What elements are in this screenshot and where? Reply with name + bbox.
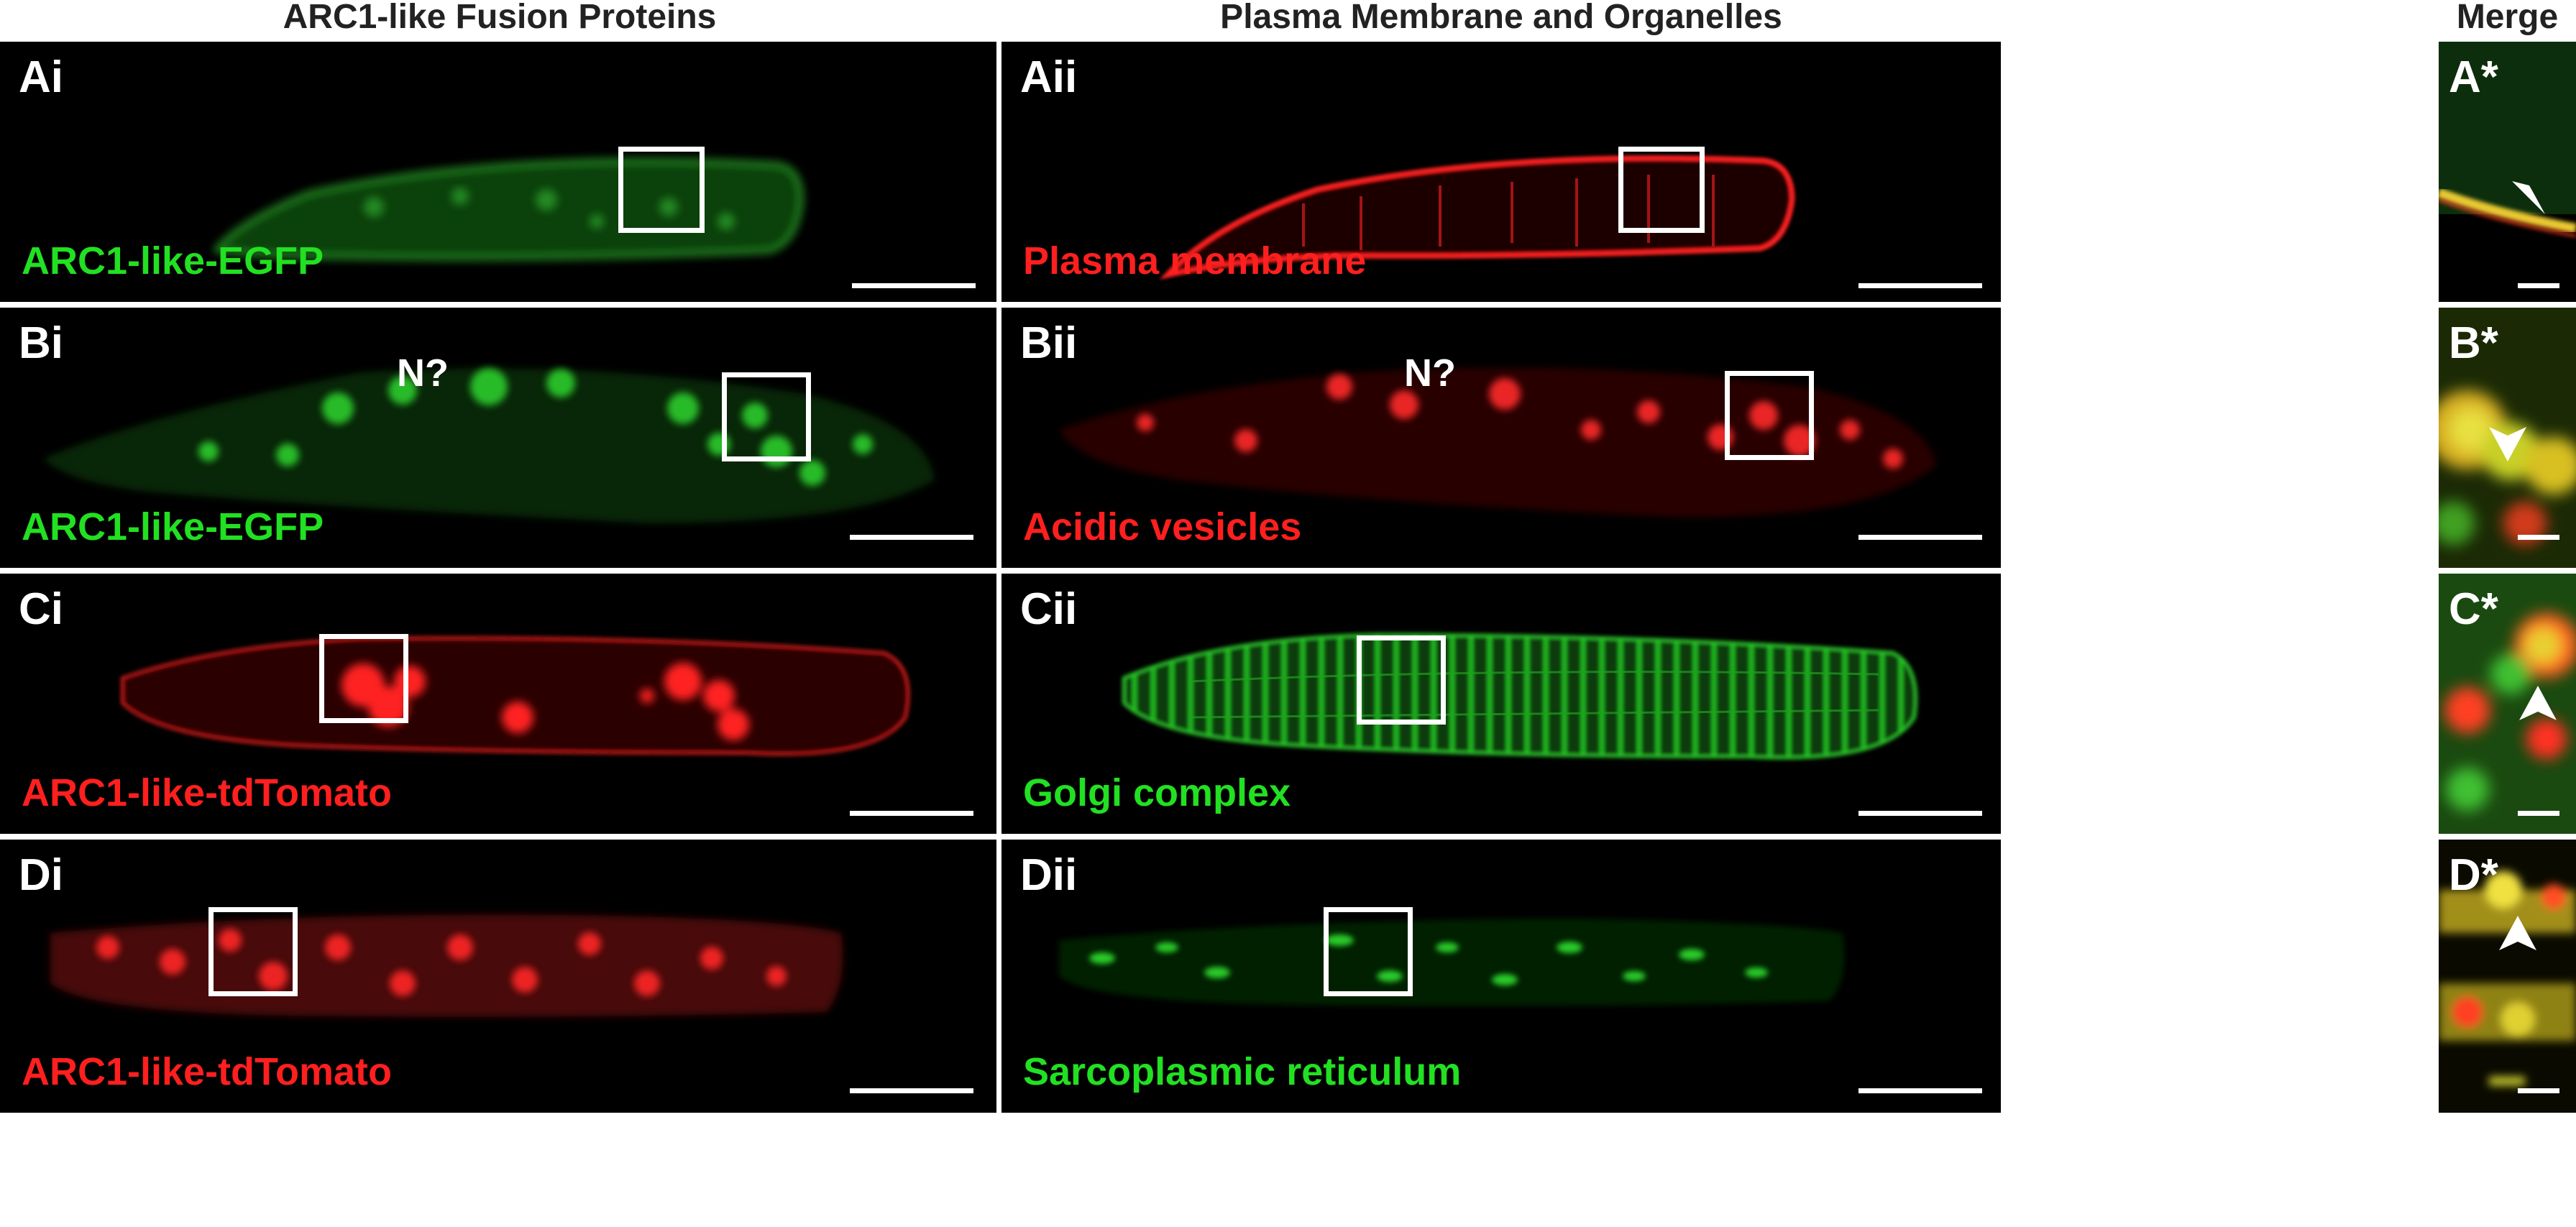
panel-b-star: B* [2439,308,2576,568]
panel-label-b-star: B* [2449,318,2498,368]
roi-box-ci [319,634,408,723]
panel-c-star: C* [2439,574,2576,834]
panel-label-bii: Bii [1020,318,1078,368]
scale-bar-bii [1858,535,1982,540]
panel-label-cii: Cii [1020,584,1078,634]
scale-bar-cii [1858,811,1982,816]
cell-image-ci [121,636,910,756]
header-merge: Merge [2456,0,2559,36]
header-fusion-proteins: ARC1-like Fusion Proteins [283,0,717,36]
scale-bar-dii [1858,1088,1982,1093]
cell-image-bii [1059,367,1936,518]
nucleus-marker-bi: N? [397,351,449,395]
scale-bar-bi [850,535,973,540]
channel-caption-aii: Plasma membrane [1023,239,1367,282]
cell-image-aii [1159,155,1795,280]
roi-box-dii [1324,907,1413,996]
panel-bi: Bi N? ARC1-like-EGFP [0,308,996,568]
arrowhead-d-star [2499,916,2536,950]
panel-a-star: A* [2439,42,2576,302]
roi-box-cii [1357,635,1446,725]
cell-image-cii [1122,633,1917,760]
scale-bar-c-star [2518,811,2559,816]
scale-bar-d-star [2518,1088,2559,1093]
panel-label-a-star: A* [2449,52,2498,102]
roi-box-bii [1725,371,1814,460]
scale-bar-di [850,1088,973,1093]
panel-label-dii: Dii [1020,850,1078,900]
panel-label-aii: Aii [1020,52,1078,102]
cell-image-ai [212,158,804,260]
panel-di: Di ARC1-like-tdTomato [0,840,996,1113]
roi-box-aii [1618,147,1705,233]
cell-image-dii [1059,919,1845,1006]
scale-bar-ci [850,811,973,816]
panel-cii: Cii Golgi complex [1001,574,2001,834]
panel-label-ci: Ci [19,584,63,634]
scale-bar-b-star [2518,535,2559,540]
panel-d-star: D* [2439,840,2576,1113]
roi-box-bi [722,372,811,461]
channel-caption-bii: Acidic vesicles [1023,505,1302,548]
panel-label-ai: Ai [19,52,63,102]
roi-box-di [208,907,298,996]
channel-caption-ai: ARC1-like-EGFP [22,239,324,282]
panel-label-bi: Bi [19,318,63,368]
panel-label-di: Di [19,850,63,900]
nucleus-marker-bii: N? [1404,351,1456,395]
arrowhead-b-star [2489,427,2526,461]
channel-caption-di: ARC1-like-tdTomato [22,1050,393,1093]
scale-bar-ai [852,283,976,288]
panel-label-d-star: D* [2449,850,2498,900]
channel-caption-cii: Golgi complex [1023,771,1291,814]
panel-label-c-star: C* [2449,584,2498,634]
panel-aii: Aii Plasma membrane [1001,42,2001,302]
scale-bar-aii [1858,283,1982,288]
merge-image-c [2439,574,2576,834]
panel-ci: Ci ARC1-like-tdTomato [0,574,996,834]
arrowhead-a-star [2512,181,2545,214]
channel-caption-ci: ARC1-like-tdTomato [22,771,393,814]
header-plasma-membrane-organelles: Plasma Membrane and Organelles [1220,0,1782,36]
panel-ai: Ai ARC1-like-EGFP [0,42,996,302]
channel-caption-bi: ARC1-like-EGFP [22,505,324,548]
roi-box-ai [618,147,705,233]
merge-image-a [2439,42,2576,238]
arrowhead-c-star [2519,686,2557,720]
panel-bii: Bii N? Acidic vesicles [1001,308,2001,568]
merge-image-d [2439,840,2576,1113]
channel-caption-dii: Sarcoplasmic reticulum [1023,1050,1462,1093]
panel-dii: Dii Sarcoplasmic reticulum [1001,840,2001,1113]
scale-bar-a-star [2518,283,2559,288]
